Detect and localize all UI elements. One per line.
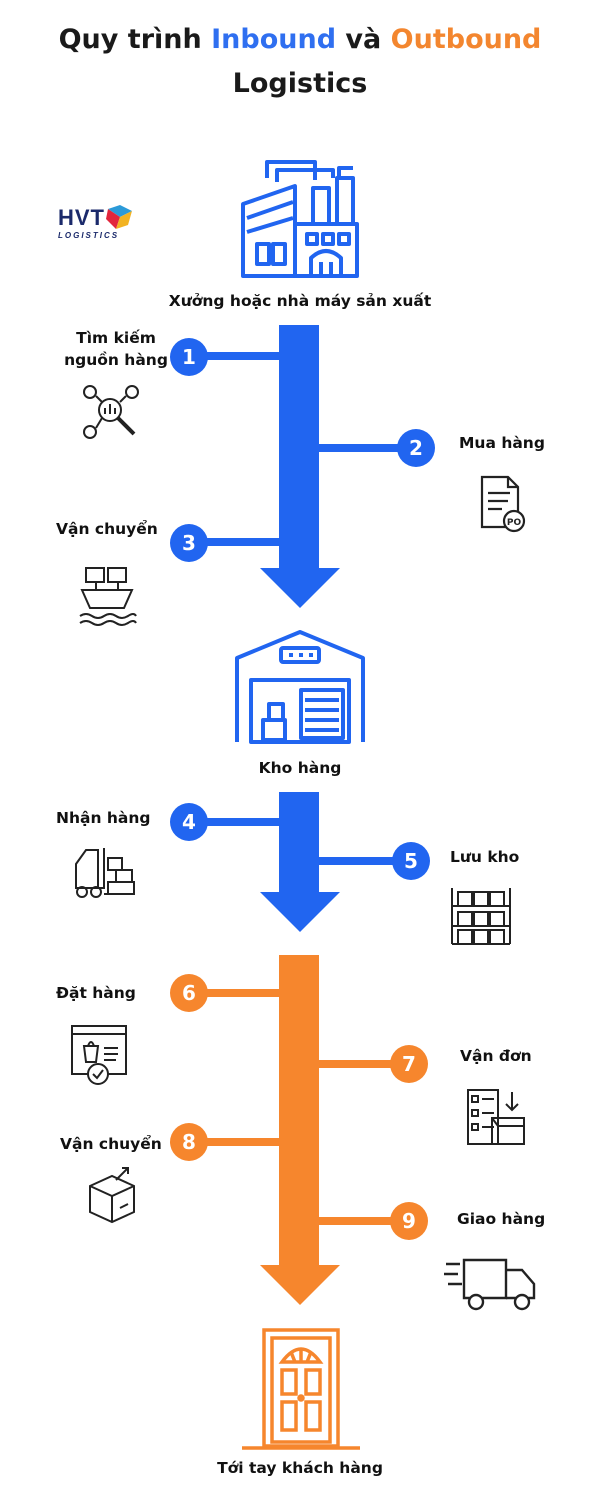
step-badge-5: 5 (392, 842, 430, 880)
connector-1 (206, 352, 282, 360)
step-badge-6: 6 (170, 974, 208, 1012)
step-badge-1: 1 (170, 338, 208, 376)
inbound-arrow-shaft (279, 325, 319, 570)
package-icon (89, 1167, 135, 1224)
checklist-box-icon (467, 1089, 525, 1145)
search-sourcing-icon (83, 385, 139, 439)
step-label-8: Vận chuyển (60, 1135, 162, 1153)
online-order-icon (71, 1025, 127, 1085)
door-icon (242, 1328, 360, 1450)
step-badge-3: 3 (170, 524, 208, 562)
connector-3 (206, 538, 282, 546)
connector-2 (316, 444, 400, 452)
step-badge-8: 8 (170, 1123, 208, 1161)
svg-text:PO: PO (507, 518, 522, 528)
connector-8 (206, 1138, 282, 1146)
step-label-4: Nhận hàng (56, 809, 151, 827)
logo-mark-icon (106, 205, 132, 229)
connector-9 (316, 1217, 400, 1225)
page-title: Quy trình Inbound và Outbound (0, 18, 600, 62)
shelves-icon (451, 888, 511, 945)
step-label-1-line2: nguồn hàng (64, 351, 168, 369)
connector-6 (206, 989, 282, 997)
page-title-line2: Logistics (232, 68, 368, 99)
hvt-logo: HVT LOGISTICS (58, 205, 158, 241)
outbound-arrow-head (260, 1265, 340, 1305)
title-outbound: Outbound (390, 24, 542, 55)
forklift-icon (75, 848, 135, 898)
title-and: và (336, 24, 391, 55)
warehouse-arrow-shaft (279, 792, 319, 894)
step-badge-4: 4 (170, 803, 208, 841)
factory-icon (241, 160, 359, 278)
step-badge-9: 9 (390, 1202, 428, 1240)
step-label-9: Giao hàng (457, 1210, 546, 1228)
logo-subtext: LOGISTICS (58, 231, 120, 240)
logo-text: HVT (58, 205, 105, 230)
warehouse-label: Kho hàng (258, 759, 342, 777)
factory-label: Xưởng hoặc nhà máy sản xuất (168, 292, 432, 310)
step-label-1: Tìm kiếm nguồn hàng (56, 327, 176, 371)
step-label-5: Lưu kho (450, 848, 520, 866)
step-badge-7: 7 (390, 1045, 428, 1083)
delivery-truck-icon (444, 1258, 536, 1311)
purchase-order-icon: PO (480, 475, 526, 533)
step-label-1-line1: Tìm kiếm (76, 329, 156, 347)
title-inbound: Inbound (211, 24, 337, 55)
outbound-arrow-shaft (279, 955, 319, 1267)
warehouse-icon (235, 630, 365, 744)
inbound-arrow-head (260, 568, 340, 608)
connector-4 (206, 818, 282, 826)
step-label-7: Vận đơn (460, 1047, 532, 1065)
customer-label: Tới tay khách hàng (217, 1459, 383, 1477)
step-label-3: Vận chuyển (56, 520, 158, 538)
ship-icon (79, 567, 137, 626)
title-text: Quy trình (58, 24, 212, 55)
step-label-6: Đặt hàng (56, 984, 136, 1002)
step-badge-2: 2 (397, 429, 435, 467)
step-label-2: Mua hàng (459, 434, 545, 452)
connector-7 (316, 1060, 400, 1068)
connector-5 (316, 857, 400, 865)
warehouse-arrow-head (260, 892, 340, 932)
